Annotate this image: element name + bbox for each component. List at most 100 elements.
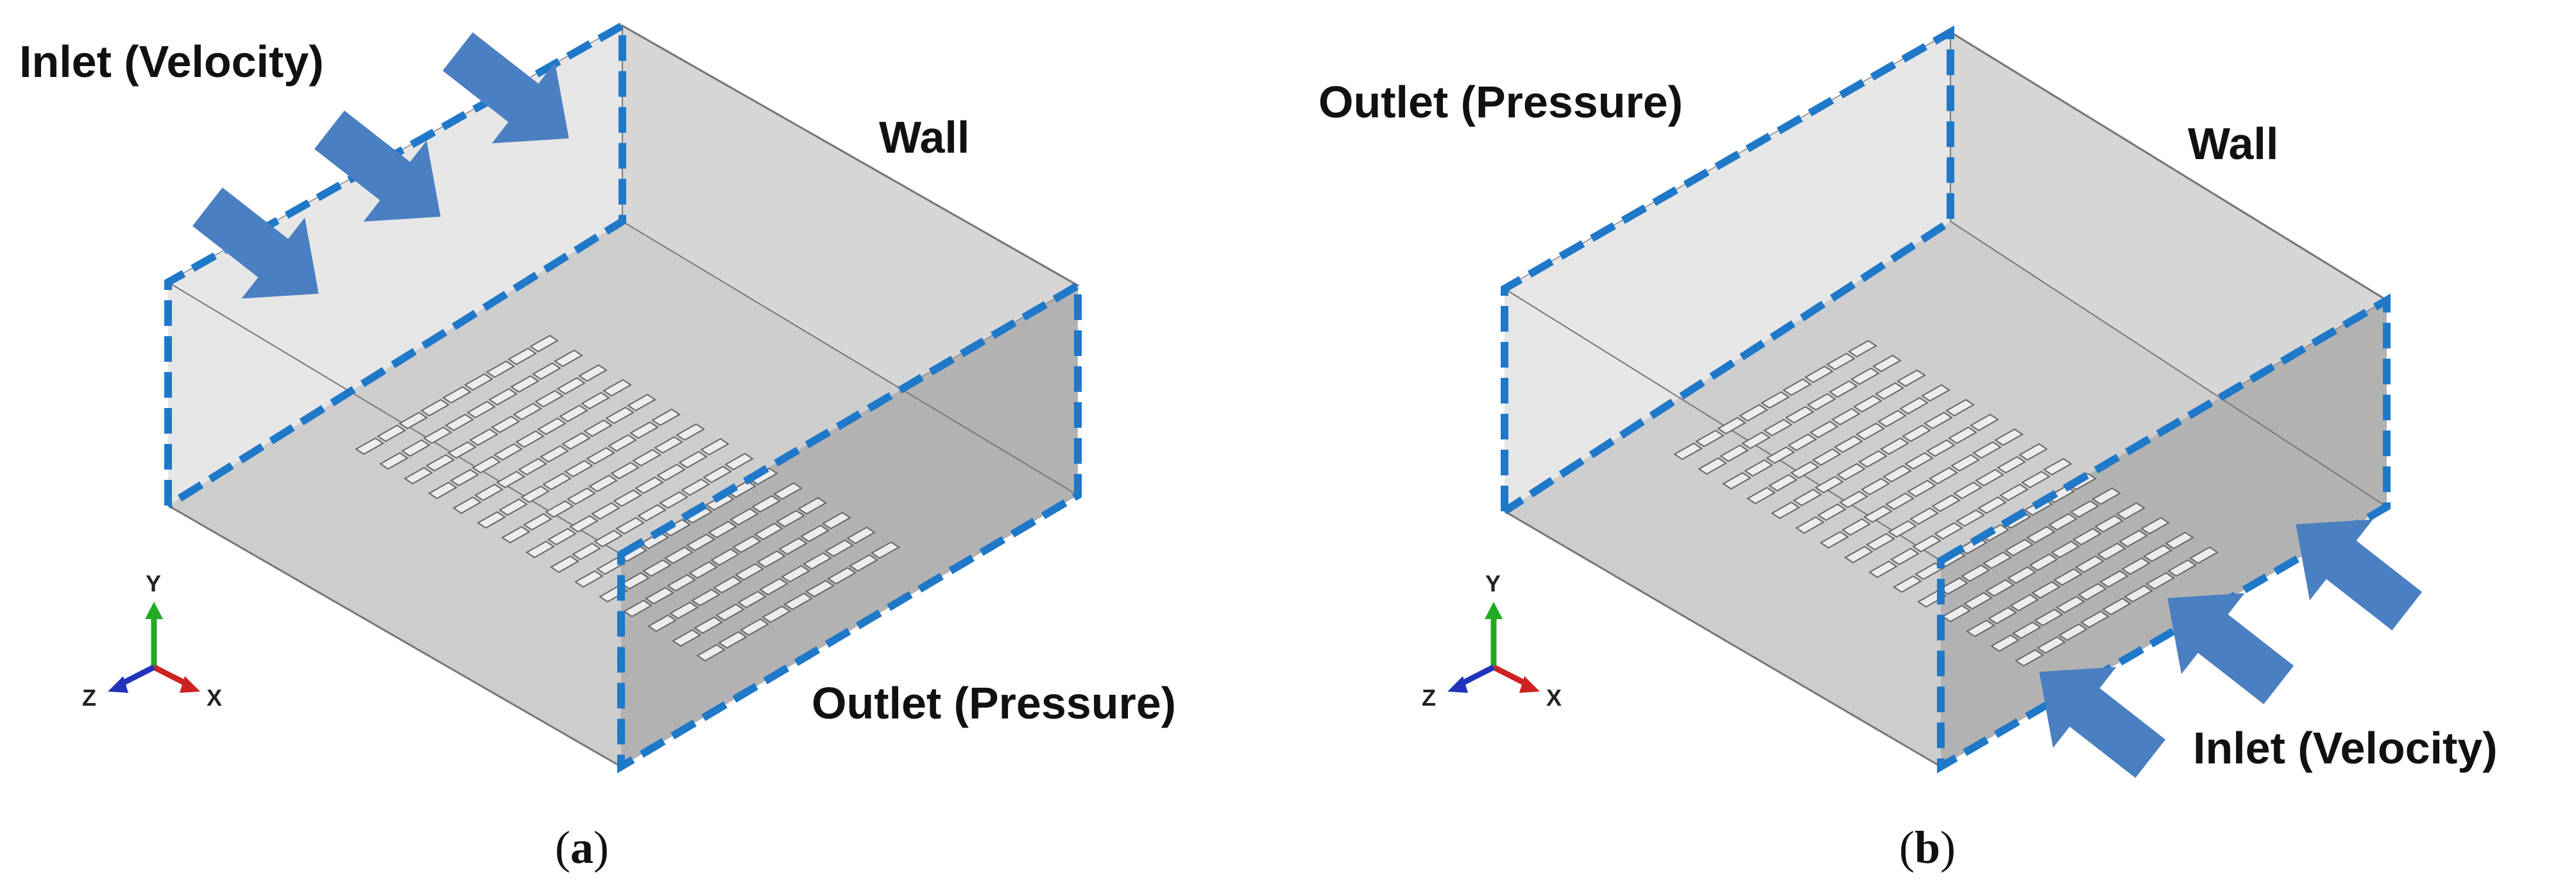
floor-tile [1785, 405, 1814, 424]
floor-tile [1931, 494, 1961, 513]
floor-tile [1719, 444, 1749, 463]
floor-tile [727, 480, 756, 498]
floor-tile [762, 605, 791, 624]
floor-tile [708, 520, 737, 539]
floor-tile [623, 599, 653, 618]
floor-tile [1793, 488, 1822, 507]
floor-tile [1855, 422, 1885, 441]
panel-b-x-axis-label: X [1546, 685, 1562, 711]
floor-tile [1963, 591, 1993, 610]
floor-tile [2015, 649, 2044, 667]
floor-tile [735, 563, 764, 581]
floor-tile [2094, 515, 2124, 533]
block-arrow-icon [192, 187, 319, 299]
panel-a-caption: (a) [555, 822, 609, 873]
floor-tile [2029, 553, 2058, 572]
floor-tile [1804, 365, 1834, 384]
floor-tile [800, 524, 830, 543]
floor-tile [510, 375, 540, 393]
floor-tile [447, 441, 477, 459]
panel-a-caption-open: ( [555, 822, 570, 873]
floor-tile [2021, 470, 2051, 489]
panel-a-x-axis-label: X [207, 685, 222, 711]
floor-tile [1904, 452, 1934, 470]
floor-tile [1999, 483, 2029, 502]
floor-tile [1858, 450, 1888, 468]
floor-tile [525, 540, 555, 559]
floor-tile [2119, 529, 2148, 548]
floor-tile [688, 561, 718, 579]
floor-tile [1997, 455, 2026, 474]
floor-tile [2026, 525, 2056, 544]
panel-b-inner-edge [1950, 31, 2387, 302]
floor-tile [1948, 426, 1977, 445]
floor-tile [1782, 378, 1812, 396]
floor-tile [1814, 475, 1844, 494]
floor-tile [1939, 577, 1968, 595]
floor-tile [664, 546, 694, 565]
floor-tile [423, 426, 452, 445]
floor-tile [2058, 623, 2088, 642]
floor-tile [477, 511, 506, 529]
panel-b-outlet-boundary [1501, 25, 1954, 515]
floor-tile [710, 548, 740, 566]
floor-tile [1739, 404, 1768, 422]
floor-tile [1836, 463, 1866, 481]
floor-tile [445, 413, 474, 432]
floor-tile [1994, 428, 2024, 446]
floor-tile [635, 476, 664, 495]
floor-tile [691, 588, 721, 607]
floor-tile [1983, 551, 2012, 570]
floor-tile [1809, 420, 1839, 439]
floor-tile [669, 601, 699, 620]
floor-tile [2143, 544, 2172, 563]
floor-tile [537, 417, 567, 436]
floor-tile [2056, 595, 2085, 614]
floor-tile [1880, 437, 1909, 455]
floor-tile [824, 539, 854, 557]
floor-tile [610, 461, 640, 480]
floor-tile [508, 347, 537, 366]
panel-a-axis-triad: Y Z X [82, 570, 222, 711]
floor-tile [1853, 395, 1882, 413]
floor-tile [776, 509, 805, 528]
floor-tile [1890, 547, 1920, 566]
floor-tile [654, 436, 683, 454]
floor-tile [1795, 516, 1825, 534]
floor-tile [1817, 503, 1847, 522]
floor-tile [602, 378, 632, 397]
panel-b-axis-triad: Y Z X [1422, 570, 1562, 711]
panel-b: Outlet (Pressure) Wall Inlet (Velocity) … [1318, 25, 2498, 873]
floor-tile [2092, 487, 2121, 506]
floor-tile [1929, 466, 1958, 485]
panel-a-outlet-boundary [617, 278, 1082, 774]
floor-tile [700, 438, 729, 456]
floor-tile [751, 495, 781, 513]
panel-b-y-axis-label: Y [1485, 570, 1501, 597]
floor-tile [1717, 416, 1746, 435]
floor-tile [1790, 461, 1820, 479]
floor-tile [591, 502, 620, 520]
floor-tile [404, 466, 433, 485]
panel-a-right-wall [621, 285, 1078, 767]
floor-tile [2189, 546, 2219, 565]
floor-tile [694, 616, 723, 634]
floor-tile [1861, 477, 1890, 496]
floor-tile [1875, 382, 1904, 400]
floor-tile [1839, 490, 1868, 509]
floor-tile [1850, 367, 1880, 386]
floor-tile [659, 491, 688, 509]
floor-tile [754, 522, 783, 541]
floor-tile [637, 504, 667, 522]
floor-tile [554, 349, 583, 368]
floor-tile [781, 565, 810, 583]
floor-tile [572, 542, 601, 561]
floor-tile [466, 400, 496, 419]
floor-tile [1977, 496, 2007, 515]
floor-tile [1907, 479, 1936, 498]
panel-b-caption: (b) [1899, 822, 1956, 873]
floor-tile [1902, 424, 1931, 443]
floor-tile [1826, 352, 1855, 371]
floor-tile [550, 555, 579, 574]
floor-tile [1988, 606, 2017, 625]
